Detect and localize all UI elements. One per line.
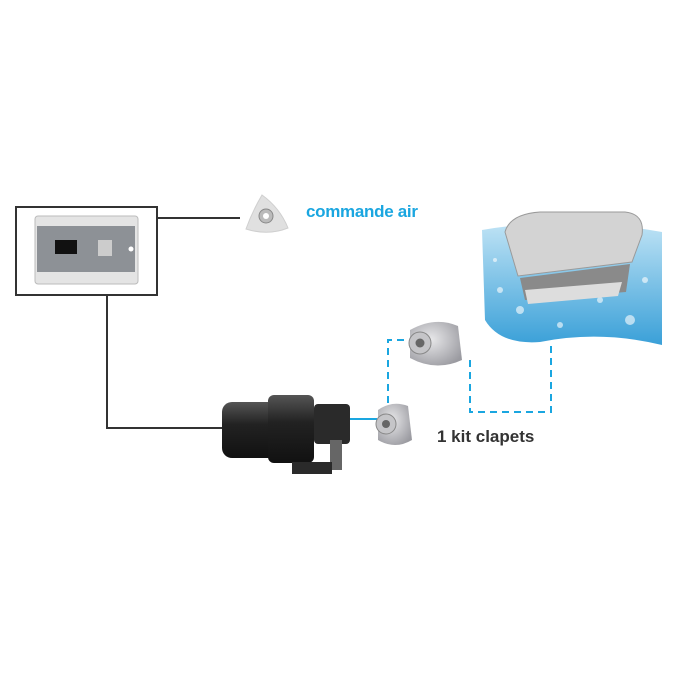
commande-air-label: commande air [306,202,418,221]
pool-air-inlet-image [482,211,662,345]
kit-clapets-label: 1 kit clapets [437,427,535,446]
air-blower-pump [222,395,350,474]
control-box [15,206,158,296]
check-valve-top [408,321,462,366]
wire-lines [106,217,240,429]
check-valve-bottom [375,403,412,445]
dashed-air-lines [387,339,552,413]
air-button-icon [245,194,289,233]
